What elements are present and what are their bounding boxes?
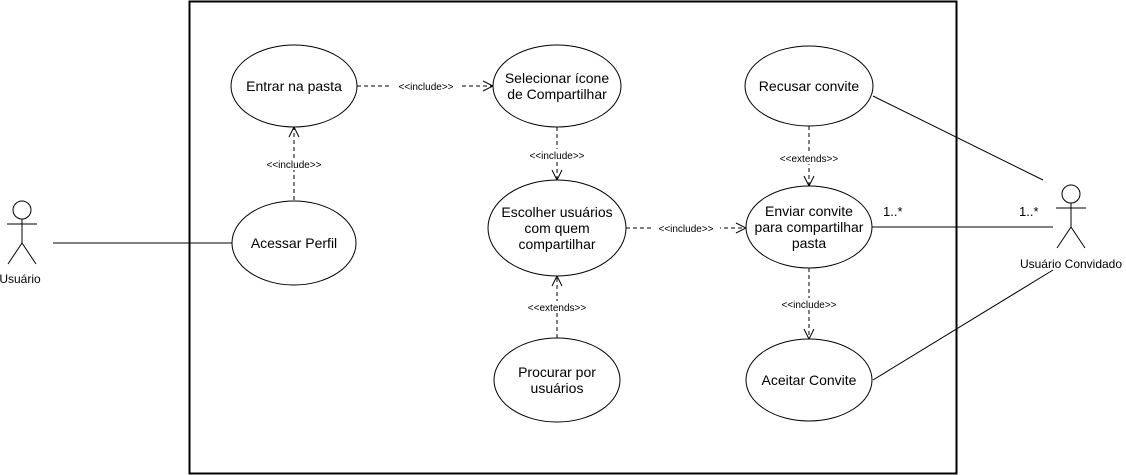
rel-label-procurar-escolher: <<extends>> (528, 303, 587, 314)
actor-usuario-convidado[interactable]: Usuário Convidado (1020, 184, 1122, 271)
use-case-enviar-convite[interactable] (745, 185, 873, 269)
use-case-label-line: usuários (531, 380, 584, 396)
rel-label-escolher-enviar: <<include>> (658, 224, 713, 235)
use-case-label-line: para compartilhar (755, 219, 864, 235)
use-case-entrar-na-pasta-label: Entrar na pasta (246, 78, 342, 94)
use-case-aceitar-convite[interactable] (745, 338, 873, 422)
use-case-acessar-perfil-label: Acessar Perfil (251, 235, 337, 251)
use-case-acessar-perfil[interactable] (231, 200, 357, 286)
rel-label-entrar-selecionar: <<include>> (398, 82, 453, 93)
use-case-label-line: Escolher usuários (501, 204, 612, 220)
rel-label-selecionar-escolher: <<include>> (529, 151, 584, 162)
actor-usuario[interactable]: Usuário (0, 200, 41, 286)
use-case-label-line: Acessar Perfil (251, 235, 337, 251)
use-case-label-line: Recusar convite (759, 78, 860, 94)
use-case-recusar-convite-label: Recusar convite (759, 78, 860, 94)
use-case-label-line: com quem (524, 220, 589, 236)
use-case-escolher-usuarios[interactable] (487, 179, 627, 277)
assoc-recusar-convidado (872, 95, 1044, 181)
use-case-label-line: Selecionar ícone (505, 70, 610, 86)
use-case-recusar-convite[interactable] (744, 45, 874, 127)
use-case-selecionar-icone[interactable] (492, 44, 622, 128)
assoc-aceitar-convidado (872, 269, 1054, 381)
multiplicity-enviar-side: 1..* (883, 204, 903, 219)
actor-usuario-label: Usuário (0, 272, 41, 286)
use-case-aceitar-convite-label: Aceitar Convite (762, 372, 857, 388)
rel-label-perfil-entrar: <<include>> (266, 160, 321, 171)
system-boundary (188, 0, 958, 475)
use-case-label-line: compartilhar (518, 236, 595, 252)
multiplicity-convidado-side: 1..* (1019, 204, 1039, 219)
rel-label-recusar-enviar: <<extends>> (780, 154, 839, 165)
use-case-label-line: Aceitar Convite (762, 372, 857, 388)
use-case-label-line: Procurar por (518, 364, 596, 380)
use-case-procurar-usuarios[interactable] (493, 337, 621, 423)
use-case-label-line: Entrar na pasta (246, 78, 342, 94)
rel-label-enviar-aceitar: <<include>> (781, 300, 836, 311)
use-case-label-line: pasta (792, 235, 826, 251)
use-case-label-line: Enviar convite (765, 203, 853, 219)
use-case-entrar-na-pasta[interactable] (230, 44, 358, 128)
use-case-label-line: de Compartilhar (507, 86, 607, 102)
actor-usuario-convidado-label: Usuário Convidado (1020, 257, 1122, 271)
